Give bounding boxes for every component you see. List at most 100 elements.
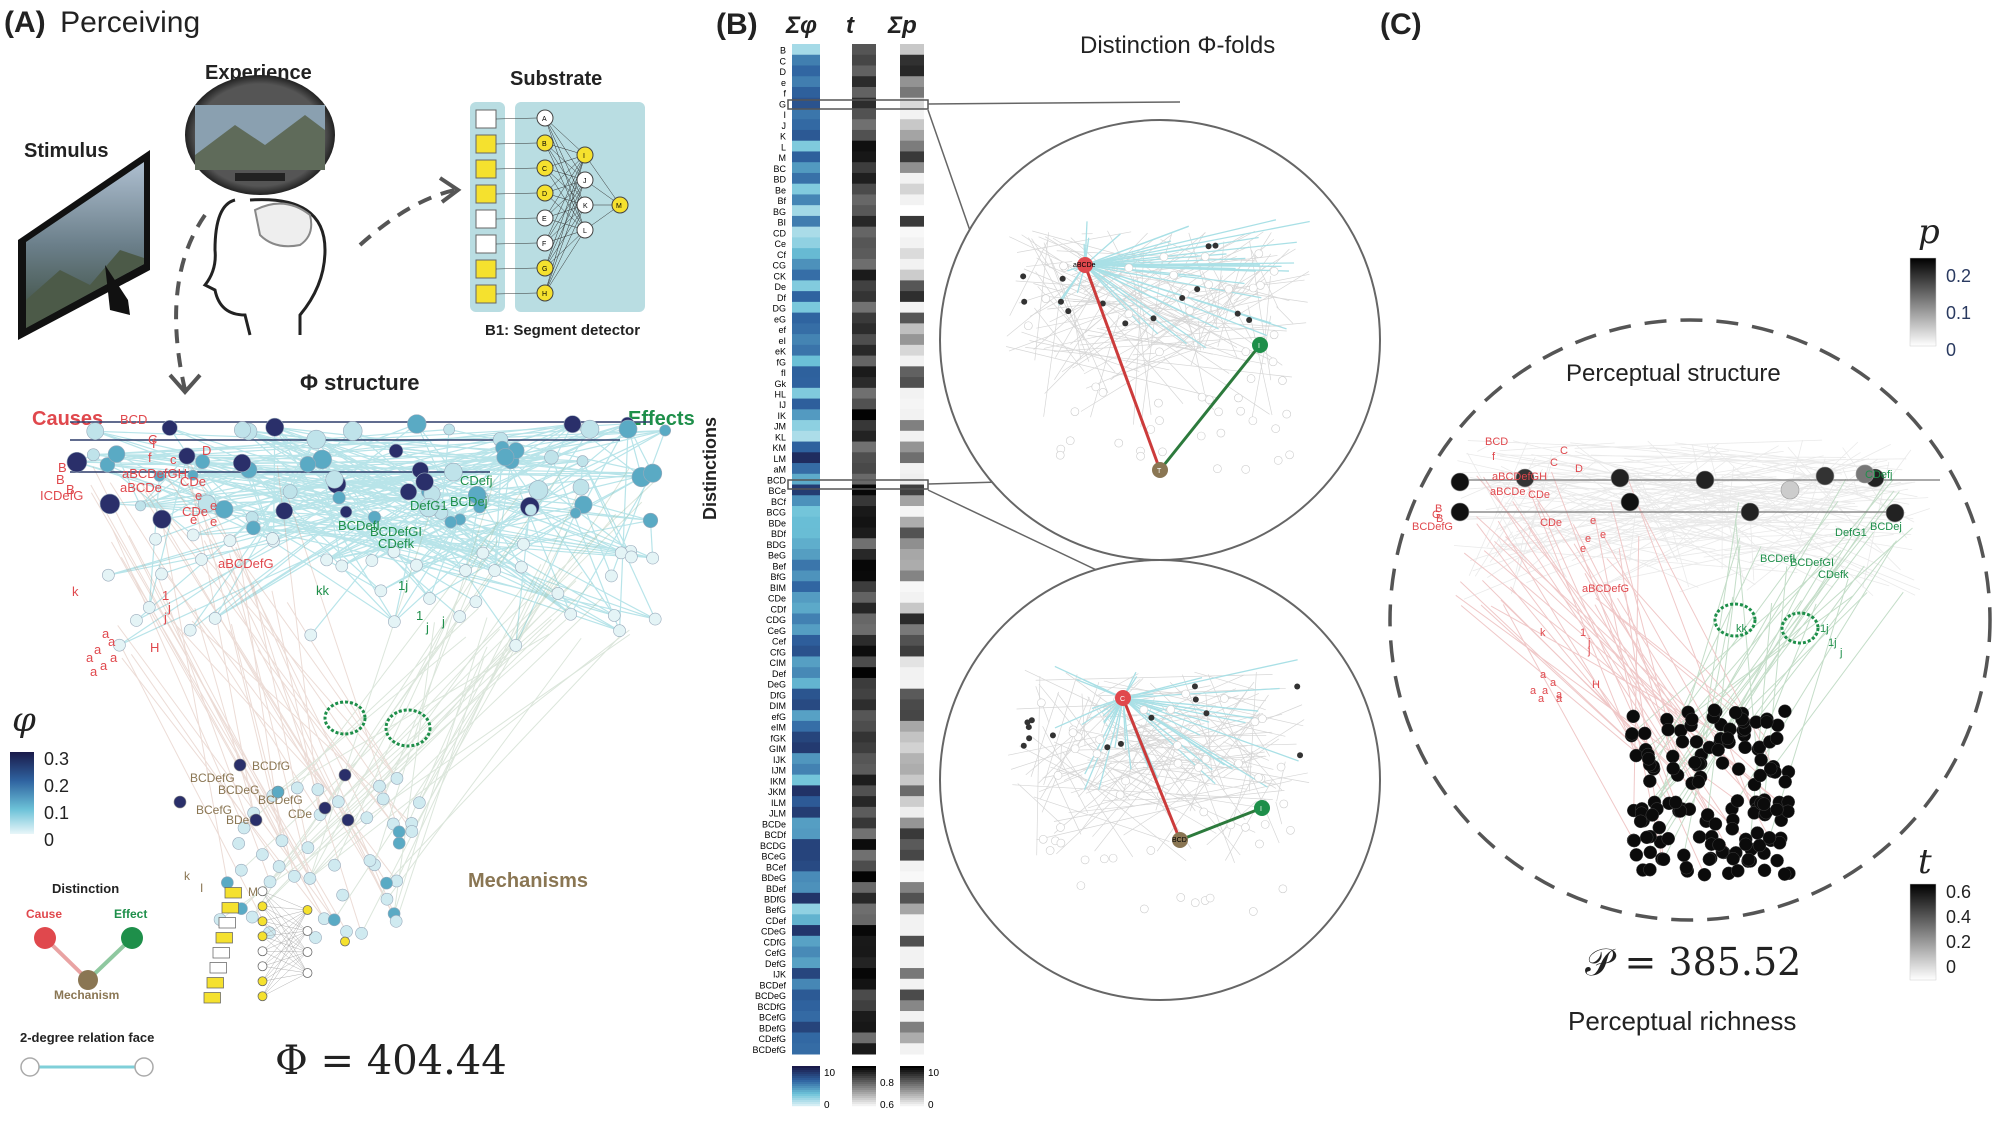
phi-structure-title: Φ structure: [300, 370, 420, 395]
cb-phi-band: [792, 1070, 820, 1073]
heat-cell-phi: [792, 581, 820, 593]
distinction-edge: [197, 492, 283, 841]
distinction-edge: [374, 479, 496, 865]
perceptual-edge: [1743, 542, 1895, 736]
heat-cell-p: [900, 248, 924, 260]
purview-node: [1450, 472, 1470, 492]
cb-p-band: [900, 1072, 924, 1075]
cause-label: j: [163, 610, 167, 625]
heat-cell-phi: [792, 301, 820, 314]
distinction-row-label: BCDf: [764, 830, 786, 840]
heat-cell-t: [852, 527, 876, 539]
cause-label: e: [1590, 515, 1596, 527]
heat-cell-t: [852, 624, 876, 636]
phi-tick-3: 0: [44, 830, 55, 850]
cb-phi-band: [792, 1072, 820, 1075]
cause-label: BCD: [120, 412, 147, 427]
cb-t-band: [852, 1100, 876, 1103]
perceptual-edge: [1602, 533, 1770, 839]
heat-cell-t: [852, 634, 876, 647]
cause-label: aBCDefG: [218, 556, 274, 571]
purview-node: [469, 595, 483, 609]
cause-label: a: [1556, 689, 1563, 701]
heat-cell-p: [900, 344, 924, 357]
purview-node: [374, 584, 388, 598]
purview-node: [365, 554, 379, 567]
heat-cell-p: [900, 484, 924, 496]
relation-edge: [374, 516, 653, 559]
cb-phi-band: [792, 1066, 820, 1069]
heat-cell-p: [900, 581, 924, 593]
substrate-node-label: A: [542, 116, 547, 123]
fold-dark-node: [1205, 243, 1212, 250]
fold-effect-node: [1254, 800, 1270, 816]
cb-t-band: [852, 1080, 876, 1083]
heat-cell-p: [900, 44, 924, 56]
distinction-row-label: BCe: [768, 486, 786, 496]
distinction-edge: [109, 482, 321, 815]
distinction-row-label: CDG: [766, 615, 786, 625]
fold-bg-node: [1278, 884, 1288, 894]
mechanism-node: [1770, 731, 1784, 746]
cause-label: j: [1587, 637, 1590, 649]
cb-p-band: [900, 1080, 924, 1083]
phi-total-value: Φ = 404.44: [275, 1038, 507, 1084]
distinction-row-label: CefG: [765, 948, 786, 958]
distinction-row-label: De: [774, 282, 786, 292]
p-tick-2: 0: [1946, 340, 1957, 360]
heat-cell-p: [900, 667, 924, 679]
heat-cell-p: [900, 205, 924, 217]
distinction-edge: [230, 623, 295, 877]
distinction-row-label: eK: [775, 347, 786, 357]
heat-cell-phi: [792, 76, 820, 88]
heat-cell-t: [852, 291, 876, 303]
heat-cell-t: [852, 656, 876, 668]
perceptual-edge: [1595, 597, 1743, 714]
heat-cell-phi: [792, 452, 820, 464]
heat-cell-t: [852, 398, 876, 410]
heat-cell-t: [852, 785, 876, 797]
heat-cell-phi: [792, 1011, 820, 1023]
distinction-row-label: K: [780, 132, 786, 142]
fold-mechanism-node: [1172, 832, 1188, 848]
substrate-node-label: D: [542, 191, 547, 198]
purview-node: [643, 463, 663, 483]
distinction-edge: [269, 536, 520, 883]
cb-phi-band: [792, 1076, 820, 1079]
high-phi-node: [233, 758, 247, 772]
heat-cell-p: [900, 140, 924, 152]
fold-bg-node: [1136, 451, 1145, 461]
cause-label: j: [1587, 645, 1590, 657]
distinction-row-label: fG: [776, 357, 786, 367]
heat-cell-t: [852, 806, 876, 819]
heat-cell-p: [900, 430, 924, 443]
heat-cell-phi: [792, 140, 820, 152]
mini-node: [302, 947, 313, 957]
heat-cell-phi: [792, 1021, 820, 1034]
cause-label: ICDefG: [40, 488, 83, 503]
mechanism-node: [301, 841, 315, 854]
perceptual-edge: [1768, 578, 1849, 838]
heat-cell-phi: [792, 387, 820, 400]
heat-cell-t: [852, 366, 876, 378]
relation-edge: [341, 460, 583, 567]
heat-cell-p: [900, 785, 924, 797]
effect-label: BCDefI: [1760, 553, 1795, 565]
fold-effect-edge: [1158, 344, 1262, 471]
cb-t-band: [852, 1090, 876, 1093]
mechanism-node: [1711, 743, 1725, 757]
fold-bg-node: [1200, 252, 1210, 261]
heat-cell-phi: [792, 248, 820, 260]
mini-node: [257, 961, 268, 972]
heat-cell-phi: [792, 172, 820, 185]
relation-edge: [253, 527, 656, 620]
relation-edge: [107, 464, 340, 499]
cb-t-band: [852, 1104, 876, 1107]
mini-node: [257, 946, 268, 957]
mechanism-node: [245, 910, 259, 924]
heat-cell-p: [900, 538, 924, 550]
fold-bg-node: [1214, 407, 1223, 417]
cb-t-band: [852, 1068, 876, 1071]
mini-node: [257, 916, 268, 927]
